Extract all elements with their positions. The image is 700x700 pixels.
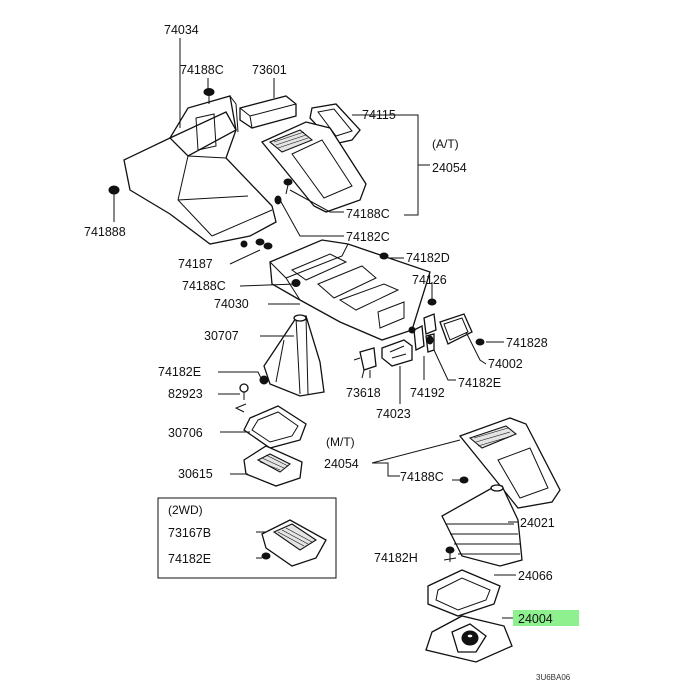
label-74182e-left[interactable]: 74182E <box>158 365 201 379</box>
label-74187[interactable]: 74187 <box>178 257 213 271</box>
label-74192[interactable]: 74192 <box>410 386 445 400</box>
label-74182e-2wd[interactable]: 74182E <box>168 552 211 566</box>
label-73167b[interactable]: 73167B <box>168 526 211 540</box>
label-30707[interactable]: 30707 <box>204 329 239 343</box>
label-74126[interactable]: 74126 <box>412 273 447 287</box>
label-74188b[interactable]: 741888 <box>84 225 126 239</box>
highlight-24004 <box>513 610 579 626</box>
plate-30706[interactable] <box>243 405 307 449</box>
note-at: (A/T) <box>432 137 459 151</box>
label-74182b[interactable]: 741828 <box>506 336 548 350</box>
leader-lines <box>113 38 518 619</box>
label-74188c-mt[interactable]: 74188C <box>400 470 444 484</box>
connector-74126[interactable] <box>423 313 437 335</box>
indicator-panel-24054-at[interactable] <box>260 121 367 213</box>
label-73618[interactable]: 73618 <box>346 386 381 400</box>
label-82923[interactable]: 82923 <box>168 387 203 401</box>
label-74182d[interactable]: 74182D <box>406 251 450 265</box>
label-24054-mt[interactable]: 24054 <box>324 457 359 471</box>
tray-73167b[interactable] <box>261 519 327 567</box>
label-74182e-right[interactable]: 74182E <box>458 376 501 390</box>
label-74188c-low[interactable]: 74188C <box>182 279 226 293</box>
label-24021[interactable]: 24021 <box>520 516 555 530</box>
label-74115[interactable]: 74115 <box>362 108 396 122</box>
two-wd-box <box>157 497 337 579</box>
label-74023[interactable]: 74023 <box>376 407 411 421</box>
label-74030[interactable]: 74030 <box>214 297 249 311</box>
label-74188c-top[interactable]: 74188C <box>180 63 224 77</box>
diagram-code: 3U6BA06 <box>536 673 571 682</box>
front-console-74030[interactable] <box>269 239 431 341</box>
shift-boot-24021[interactable] <box>441 484 523 567</box>
pocket-74002[interactable] <box>439 313 473 345</box>
rear-console-74034[interactable] <box>123 95 277 245</box>
fasteners <box>108 88 485 562</box>
frame-24066[interactable] <box>427 569 501 617</box>
label-30615[interactable]: 30615 <box>178 467 213 481</box>
label-73601[interactable]: 73601 <box>252 63 287 77</box>
label-74034[interactable]: 74034 <box>164 23 199 37</box>
bezel-30615[interactable] <box>243 445 303 487</box>
bracket-74023[interactable] <box>381 339 413 367</box>
boot-24004[interactable] <box>425 615 513 663</box>
clip-73618[interactable] <box>353 347 377 379</box>
indicator-panel-24054-mt[interactable] <box>458 417 561 509</box>
note-mt: (M/T) <box>326 435 355 449</box>
label-74182c[interactable]: 74182C <box>346 230 390 244</box>
label-74188c-mid[interactable]: 74188C <box>346 207 390 221</box>
label-24004[interactable]: 24004 <box>518 612 553 626</box>
label-30706[interactable]: 30706 <box>168 426 203 440</box>
label-74182h[interactable]: 74182H <box>374 551 418 565</box>
label-74002[interactable]: 74002 <box>488 357 523 371</box>
note-2wd: (2WD) <box>168 503 203 517</box>
label-24054-at[interactable]: 24054 <box>432 161 467 175</box>
shift-boot-30707[interactable] <box>263 314 325 397</box>
label-24066[interactable]: 24066 <box>518 569 553 583</box>
lid-73601[interactable] <box>239 95 297 129</box>
